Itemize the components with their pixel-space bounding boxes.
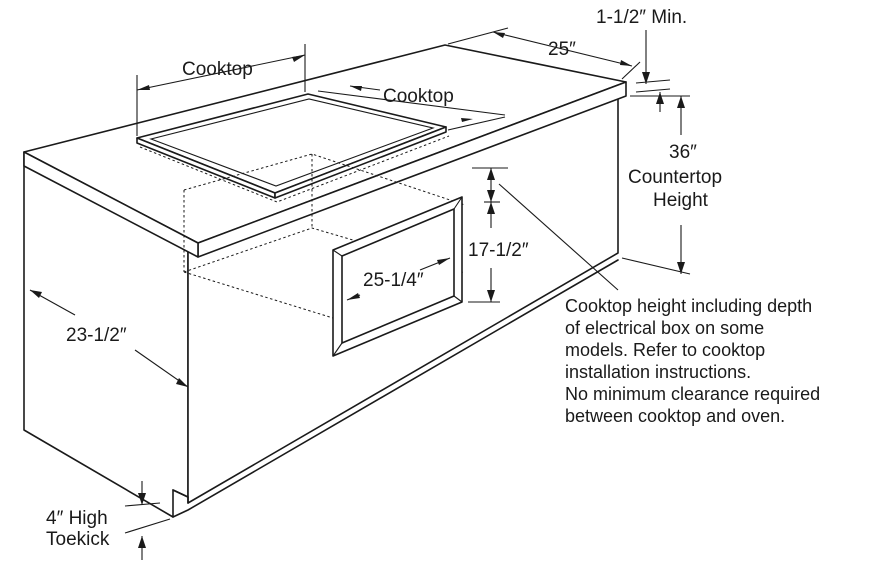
note-line-2: of electrical box on some: [565, 318, 764, 338]
cabinet-depth-label: 23-1/2″: [66, 325, 127, 346]
depth-dimension: 25″: [447, 27, 641, 80]
toekick-line1: 4″ High: [46, 508, 108, 529]
opening-height-label: 17-1/2″: [468, 240, 529, 261]
cabinet-depth-dimension: 23-1/2″: [29, 289, 189, 388]
clearance-label: 1-1/2″ Min.: [596, 7, 687, 28]
toekick-line2: Toekick: [46, 529, 110, 550]
cooktop: [136, 93, 450, 203]
note-line-6: between cooktop and oven.: [565, 406, 785, 426]
opening-height-dimension: 17-1/2″: [468, 167, 619, 303]
note-line-3: models. Refer to cooktop: [565, 340, 765, 360]
cooktop-width-dimension: Cooktop: [136, 44, 306, 136]
countertop-height-value: 36″: [669, 142, 697, 163]
clearance-dimension: 1-1/2″ Min.: [596, 7, 687, 112]
note-line-5: No minimum clearance required: [565, 384, 820, 404]
opening-width-dimension: 25-1/4″: [346, 257, 451, 301]
installation-note: Cooktop height including depth of electr…: [565, 296, 820, 426]
note-line-1: Cooktop height including depth: [565, 296, 812, 316]
note-line-4: installation instructions.: [565, 362, 751, 382]
oven-opening: [332, 196, 463, 357]
cooktop-width-label: Cooktop: [182, 59, 253, 80]
countertop-height-line2: Countertop: [628, 167, 722, 188]
opening-width-label: 25-1/4″: [363, 270, 424, 291]
cooktop-depth-dimension: Cooktop: [317, 85, 506, 131]
countertop-height-dimension: 36″ Countertop Height: [621, 95, 722, 275]
depth-label: 25″: [548, 39, 576, 60]
toekick-dimension: 4″ High Toekick: [46, 481, 171, 560]
cooktop-depth-label: Cooktop: [383, 86, 454, 107]
countertop-height-line3: Height: [653, 190, 709, 211]
